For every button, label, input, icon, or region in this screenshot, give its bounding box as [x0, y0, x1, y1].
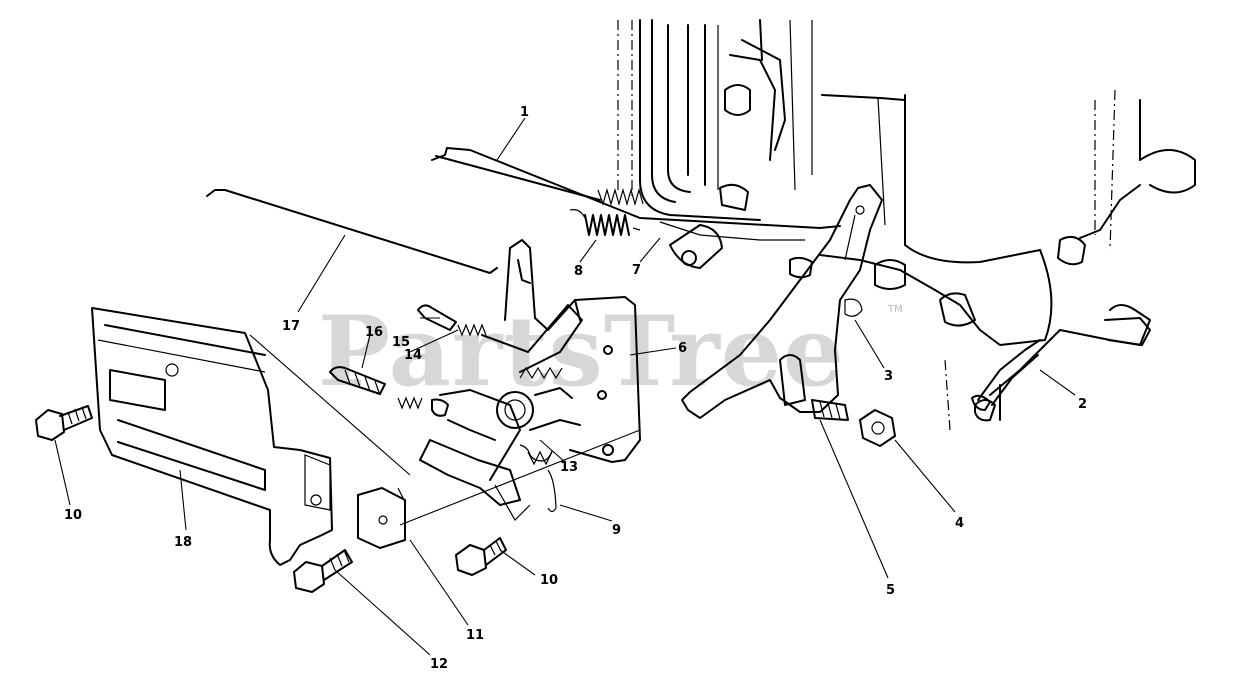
callout-1: 1: [520, 105, 529, 120]
part-13-spring: [527, 450, 553, 466]
part-15-screw: [417, 304, 457, 331]
callout-11: 11: [466, 628, 484, 643]
part-4-nut: [859, 409, 896, 447]
part-11-clip: [357, 487, 406, 549]
part-10-bolt-bottom: [455, 537, 507, 576]
callout-numbers: 1 2 3 4 5 6 7 8 9 10 10 11 12 13 14 15 1…: [64, 105, 1087, 672]
watermark: PartsTree TM: [318, 295, 903, 408]
callout-2: 2: [1078, 397, 1087, 412]
callout-7: 7: [632, 263, 641, 278]
callout-4: 4: [955, 516, 964, 531]
part-16-screw: [329, 366, 449, 417]
callout-3: 3: [884, 369, 893, 384]
part-1-spring: [597, 187, 644, 207]
leader-lines: [54, 117, 1076, 656]
callout-14: 14: [404, 348, 422, 363]
part-9-clip: [547, 469, 557, 513]
part-10-bolt-left: [35, 405, 93, 441]
callout-10-left: 10: [64, 508, 82, 523]
watermark-text: PartsTree: [318, 295, 845, 408]
callout-5: 5: [886, 583, 895, 598]
part-1-rod: [431, 147, 841, 229]
part-7-linkage: [659, 221, 805, 241]
watermark-trademark: TM: [887, 304, 903, 315]
callout-12: 12: [430, 657, 448, 672]
callout-8: 8: [574, 264, 583, 279]
part-14-spring: [397, 323, 487, 410]
engine-block: [617, 19, 1196, 431]
callout-9: 9: [612, 523, 621, 538]
callout-6: 6: [678, 341, 687, 356]
callout-16: 16: [365, 325, 383, 340]
part-8-spring: [569, 209, 641, 236]
callout-10-bottom: 10: [540, 573, 558, 588]
part-3-clip: [844, 298, 863, 317]
callout-15: 15: [392, 335, 410, 350]
part-5-lever: [681, 184, 883, 421]
part-17-rod: [206, 189, 498, 274]
governor-control-assembly: [419, 239, 583, 521]
callout-13: 13: [560, 460, 578, 475]
part-18-bracket: [91, 307, 333, 566]
callout-17: 17: [282, 319, 300, 334]
part-12-bolt: [293, 549, 353, 593]
part-6-plate: [569, 296, 641, 463]
part-2-shaft: [971, 317, 1151, 411]
callout-18: 18: [174, 535, 192, 550]
